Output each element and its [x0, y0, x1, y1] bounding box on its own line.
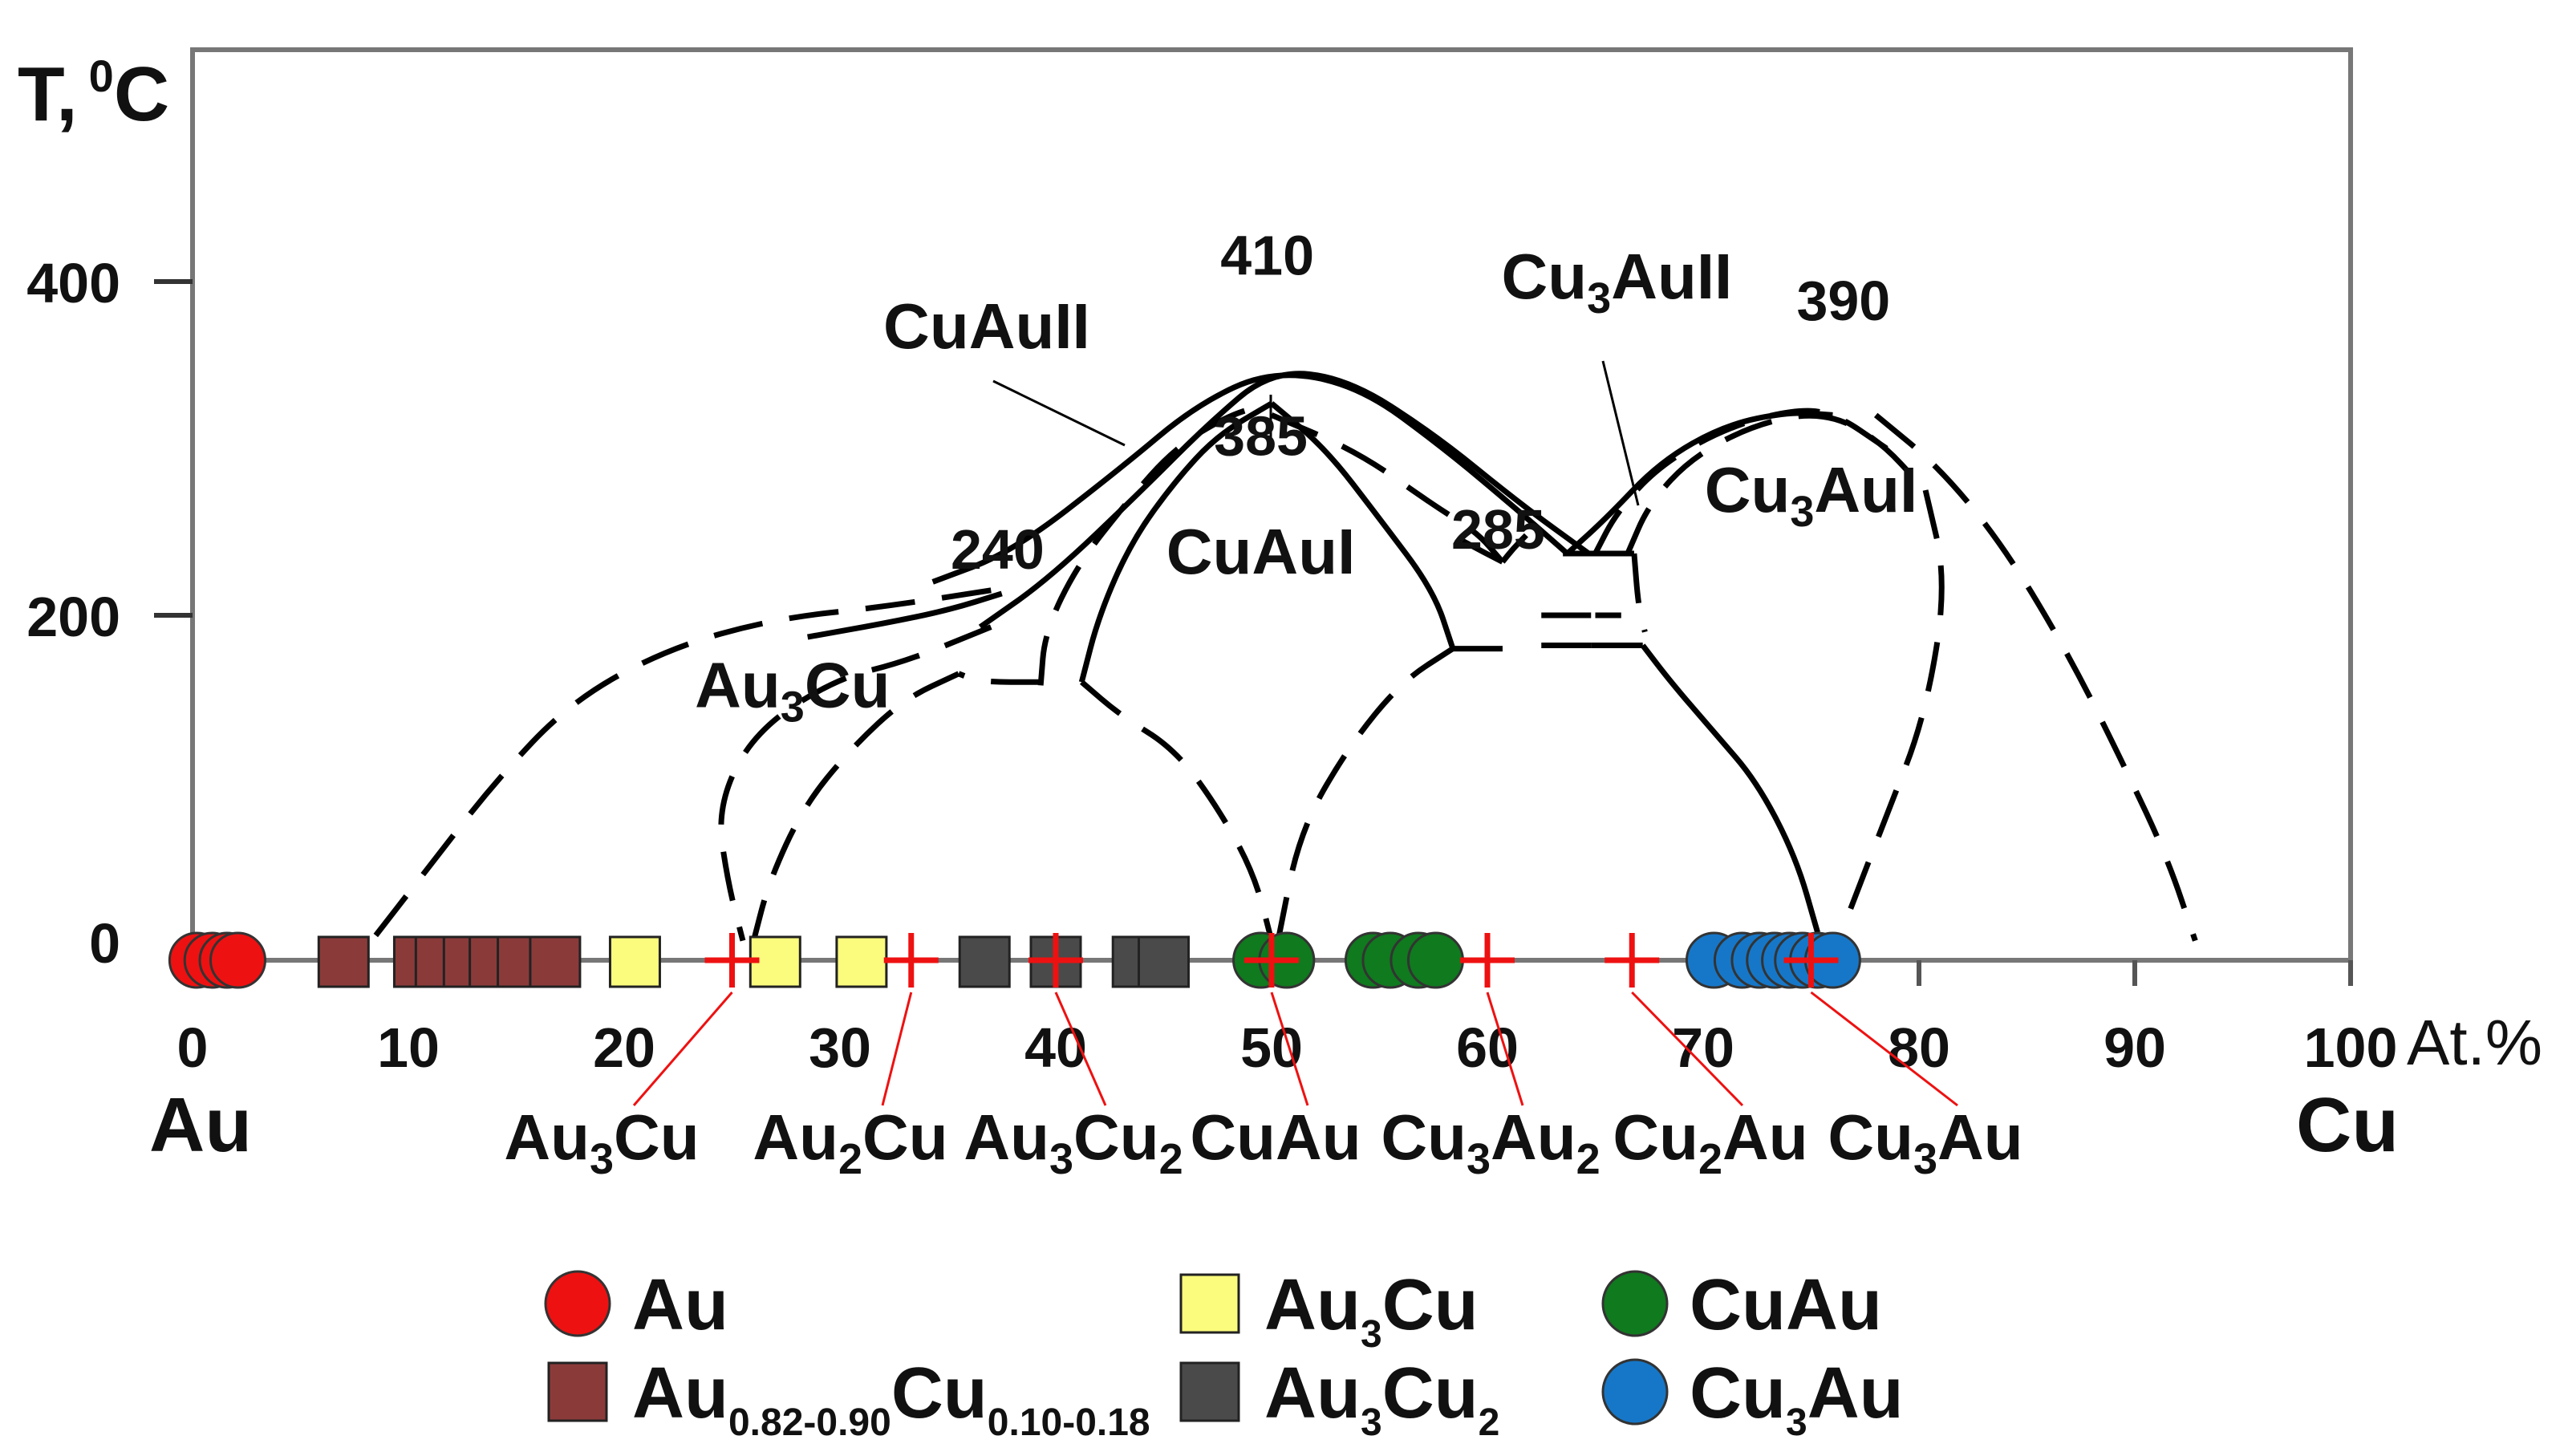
legend-label: CuAu — [1690, 1265, 1882, 1345]
phase-boundaries — [363, 360, 2198, 951]
legend-marker — [547, 1361, 608, 1422]
x-tick-label: 50 — [1240, 1016, 1303, 1079]
legend-label: Au0.82-0.90Cu0.10-0.18 — [632, 1353, 1150, 1444]
phase-boundary-dashed — [718, 624, 992, 942]
legend-marker — [1179, 1361, 1240, 1422]
y-tick-label: 200 — [26, 586, 120, 648]
temperature-label: 240 — [951, 518, 1045, 581]
compound-leader — [1810, 991, 1958, 1107]
temperature-label: 285 — [1451, 498, 1545, 561]
x-left-element: Au — [149, 1082, 252, 1168]
compound-leader — [1270, 992, 1309, 1106]
data-point-square — [1138, 935, 1190, 988]
legend-marker — [1179, 1273, 1240, 1334]
y-axis-unit: C — [114, 51, 169, 137]
legend-marker — [1601, 1358, 1669, 1426]
legend-label: Au3Cu — [1264, 1265, 1479, 1356]
compound-leader — [1631, 991, 1744, 1107]
compound-leader — [632, 992, 733, 1106]
x-tick-labels: 0 10 20 30 40 50 60 70 80 90 100 — [177, 1016, 2398, 1079]
leader-line — [992, 379, 1126, 447]
phase-boundary-solid — [931, 372, 1569, 585]
x-tick-label: 70 — [1672, 1016, 1734, 1079]
data-point-circle — [1406, 931, 1464, 989]
phase-boundary-dashed — [363, 587, 992, 951]
x-tick-label: 60 — [1456, 1016, 1519, 1079]
phase-boundary-dashed — [1836, 489, 1945, 942]
data-point-square — [835, 935, 888, 988]
phase-boundary-dashed — [1270, 412, 1505, 564]
compound-label: Au2Cu — [753, 1101, 947, 1183]
phase-labels: CuAuII Cu3AuII CuAuI Cu3AuI Au3Cu — [695, 241, 1917, 732]
data-point-circle — [209, 931, 266, 989]
compound-label: Au3Cu2 — [964, 1101, 1183, 1183]
phase-boundary-dashed — [751, 671, 960, 942]
data-point-square — [529, 935, 582, 988]
phase-boundary-solid — [1269, 401, 1456, 650]
x-tick-label: 40 — [1024, 1016, 1087, 1079]
compound-label: Cu2Au — [1613, 1101, 1807, 1183]
y-tick-labels: 0 200 400 — [26, 252, 120, 975]
y-axis-unit-sup: 0 — [89, 51, 114, 101]
plot-frame — [190, 47, 2353, 963]
temperature-label: 390 — [1796, 270, 1890, 332]
phase-boundary-dashed — [957, 671, 1041, 685]
leader-line — [1601, 360, 1640, 506]
x-right-element: Cu — [2296, 1082, 2399, 1168]
x-tick-label: 100 — [2304, 1016, 2398, 1079]
temperature-label: 410 — [1220, 225, 1314, 287]
phase-boundary-solid — [807, 590, 1003, 640]
x-tick-label: 80 — [1888, 1016, 1950, 1079]
legend-marker — [1601, 1270, 1669, 1337]
compound-leader — [1486, 992, 1524, 1106]
x-tick-label: 0 — [177, 1016, 209, 1079]
phase-boundary-dashed — [1592, 408, 1889, 555]
x-tick-label: 30 — [809, 1016, 871, 1079]
data-point-square — [608, 935, 661, 988]
compound-leader — [1054, 992, 1107, 1106]
legend-label: Au — [632, 1265, 728, 1345]
phase-label: Au3Cu — [695, 649, 890, 731]
compound-label: Cu3Au2 — [1381, 1101, 1600, 1183]
y-tick-label: 0 — [89, 912, 120, 975]
phase-label: CuAuII — [883, 290, 1090, 362]
compound-label: Cu3Au — [1828, 1101, 2022, 1183]
compound-label: Au3Cu — [504, 1101, 699, 1183]
x-tick-label: 10 — [377, 1016, 440, 1079]
data-point-square — [317, 935, 370, 988]
phase-boundary-dashed — [1625, 412, 1928, 555]
phase-label: Cu3AuI — [1705, 454, 1918, 536]
phase-label: CuAuI — [1166, 516, 1356, 587]
phase-boundary-dashed — [1037, 400, 1272, 686]
phase-boundary-dashed — [1631, 553, 1648, 633]
phase-boundary-dashed — [1500, 533, 1528, 564]
x-tick-label: 20 — [593, 1016, 655, 1079]
legend-label: Au3Cu2 — [1264, 1353, 1499, 1444]
legend-marker — [544, 1270, 611, 1337]
y-tick-label: 400 — [26, 252, 120, 314]
legend-label: Cu3Au — [1690, 1353, 1904, 1444]
x-tick-label: 90 — [2104, 1016, 2166, 1079]
y-axis-label: T,0C — [18, 51, 169, 137]
x-axis-unit: At.% — [2407, 1007, 2542, 1078]
data-points — [168, 931, 1861, 989]
phase-boundary-solid — [1640, 643, 1820, 934]
temperature-labels: 410 385 240 285 390 — [951, 225, 1890, 581]
phase-label: Cu3AuII — [1502, 241, 1733, 322]
phase-boundary-dashed — [1873, 412, 2198, 942]
data-point-square — [958, 935, 1011, 988]
phase-boundary-solid — [978, 371, 1591, 630]
phase-boundary-dashed — [1079, 679, 1275, 942]
phase-boundary-solid — [1078, 400, 1273, 683]
compound-label: CuAu — [1190, 1101, 1361, 1173]
temperature-label: 385 — [1214, 404, 1308, 467]
phase-boundary-dashed — [1275, 646, 1454, 942]
phase-boundary-dashed — [1460, 537, 1504, 565]
compound-leader — [881, 992, 913, 1106]
